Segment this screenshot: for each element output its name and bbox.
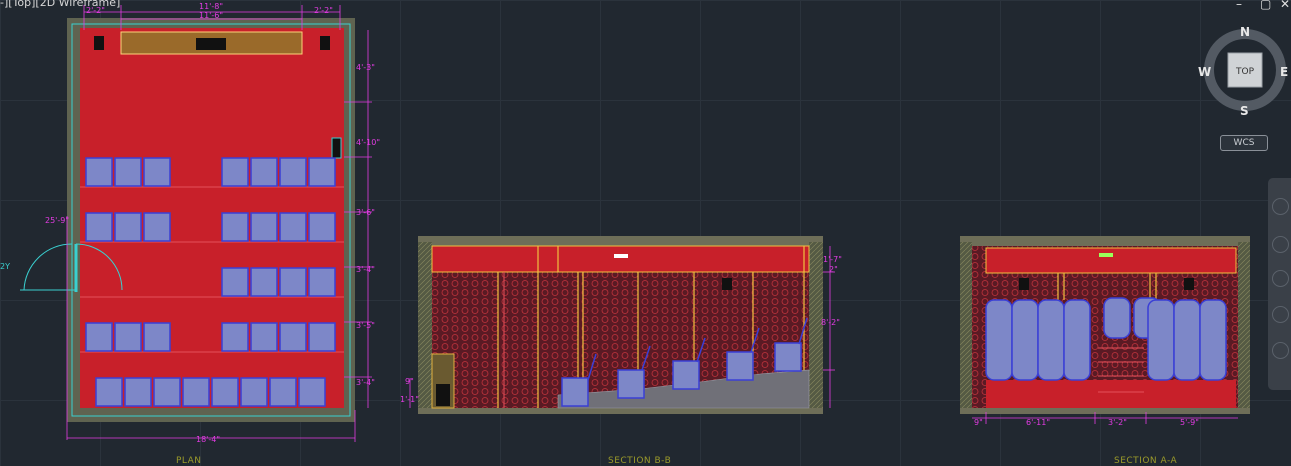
compass-north[interactable]: N [1240,25,1250,39]
speaker-left [94,36,104,50]
viewcube[interactable]: TOP N S E W [1198,25,1288,118]
viewcube-top-label: TOP [1235,67,1255,77]
dim-plan-right-3: 3'-6" [356,208,375,217]
speaker-right [320,36,330,50]
dim-plan-top-mid-b: 11'-6" [199,11,223,20]
caption-section-aa: SECTION A-A [1114,456,1178,466]
close-icon[interactable]: ✕ [1280,0,1291,11]
compass-west[interactable]: W [1198,65,1211,79]
compass-south[interactable]: S [1240,104,1249,118]
viewcube-top-face[interactable] [1227,52,1263,88]
showmotion-icon[interactable] [1272,342,1289,359]
dim-plan-top-right: 2'-2" [314,6,333,15]
dim-bb-l2: 1'-1" [400,395,419,404]
door-tag: 2Y [0,262,10,271]
section-aa[interactable]: 9" 6'-11" 3'-2" 5'-9" SECTION A-A [960,236,1250,466]
plan-seats [85,157,336,407]
section-bb-seats [561,317,808,407]
wcs-menu-button[interactable]: WCS [1220,135,1268,151]
dim-bb-r2: 2" [829,265,838,274]
dim-aa-b1: 9" [974,418,983,427]
dim-plan-right-2: 4'-10" [356,138,380,147]
dim-bb-r1: 1'-7" [823,255,842,264]
dim-plan-right-1: 4'-3" [356,63,375,72]
dim-plan-width: 18'-4" [196,435,220,444]
restore-icon[interactable]: ▢ [1260,0,1272,11]
dim-plan-top-left: 2'-2" [86,6,105,15]
dim-plan-right-4: 3'-4" [356,265,375,274]
dim-bb-l1: 9" [405,377,414,386]
section-bb[interactable]: 1'-7" 2" 8'-2" 9" 1'-1" SECTION B-B [400,236,842,466]
navigation-bar[interactable] [1268,178,1291,390]
compass-east[interactable]: E [1280,65,1288,79]
plan-view[interactable]: 2'-2" 11'-8" 11'-6" 2'-2" 4'-3" 4'-10" 3… [0,2,380,466]
dim-aa-b3: 3'-2" [1108,418,1127,427]
dim-aa-b4: 5'-9" [1180,418,1199,427]
caption-plan: PLAN [176,456,202,466]
dim-plan-right-5: 3'-5" [356,321,375,330]
dim-plan-right-6: 3'-4" [356,378,375,387]
dim-plan-height: 25'-9" [45,216,69,225]
dim-aa-b2: 6'-11" [1026,418,1050,427]
dim-bb-r3: 8'-2" [821,318,840,327]
section-aa-seats [985,297,1227,381]
minimize-icon[interactable]: – [1236,0,1242,11]
zoom-icon[interactable] [1272,270,1289,287]
viewport-label[interactable]: -][Top][2D Wireframe] [0,0,121,9]
orbit-icon[interactable] [1272,306,1289,323]
caption-section-bb: SECTION B-B [608,456,671,466]
pan-icon[interactable] [1272,236,1289,253]
dim-plan-top-mid-a: 11'-8" [199,2,223,11]
steering-wheel-icon[interactable] [1272,198,1289,215]
